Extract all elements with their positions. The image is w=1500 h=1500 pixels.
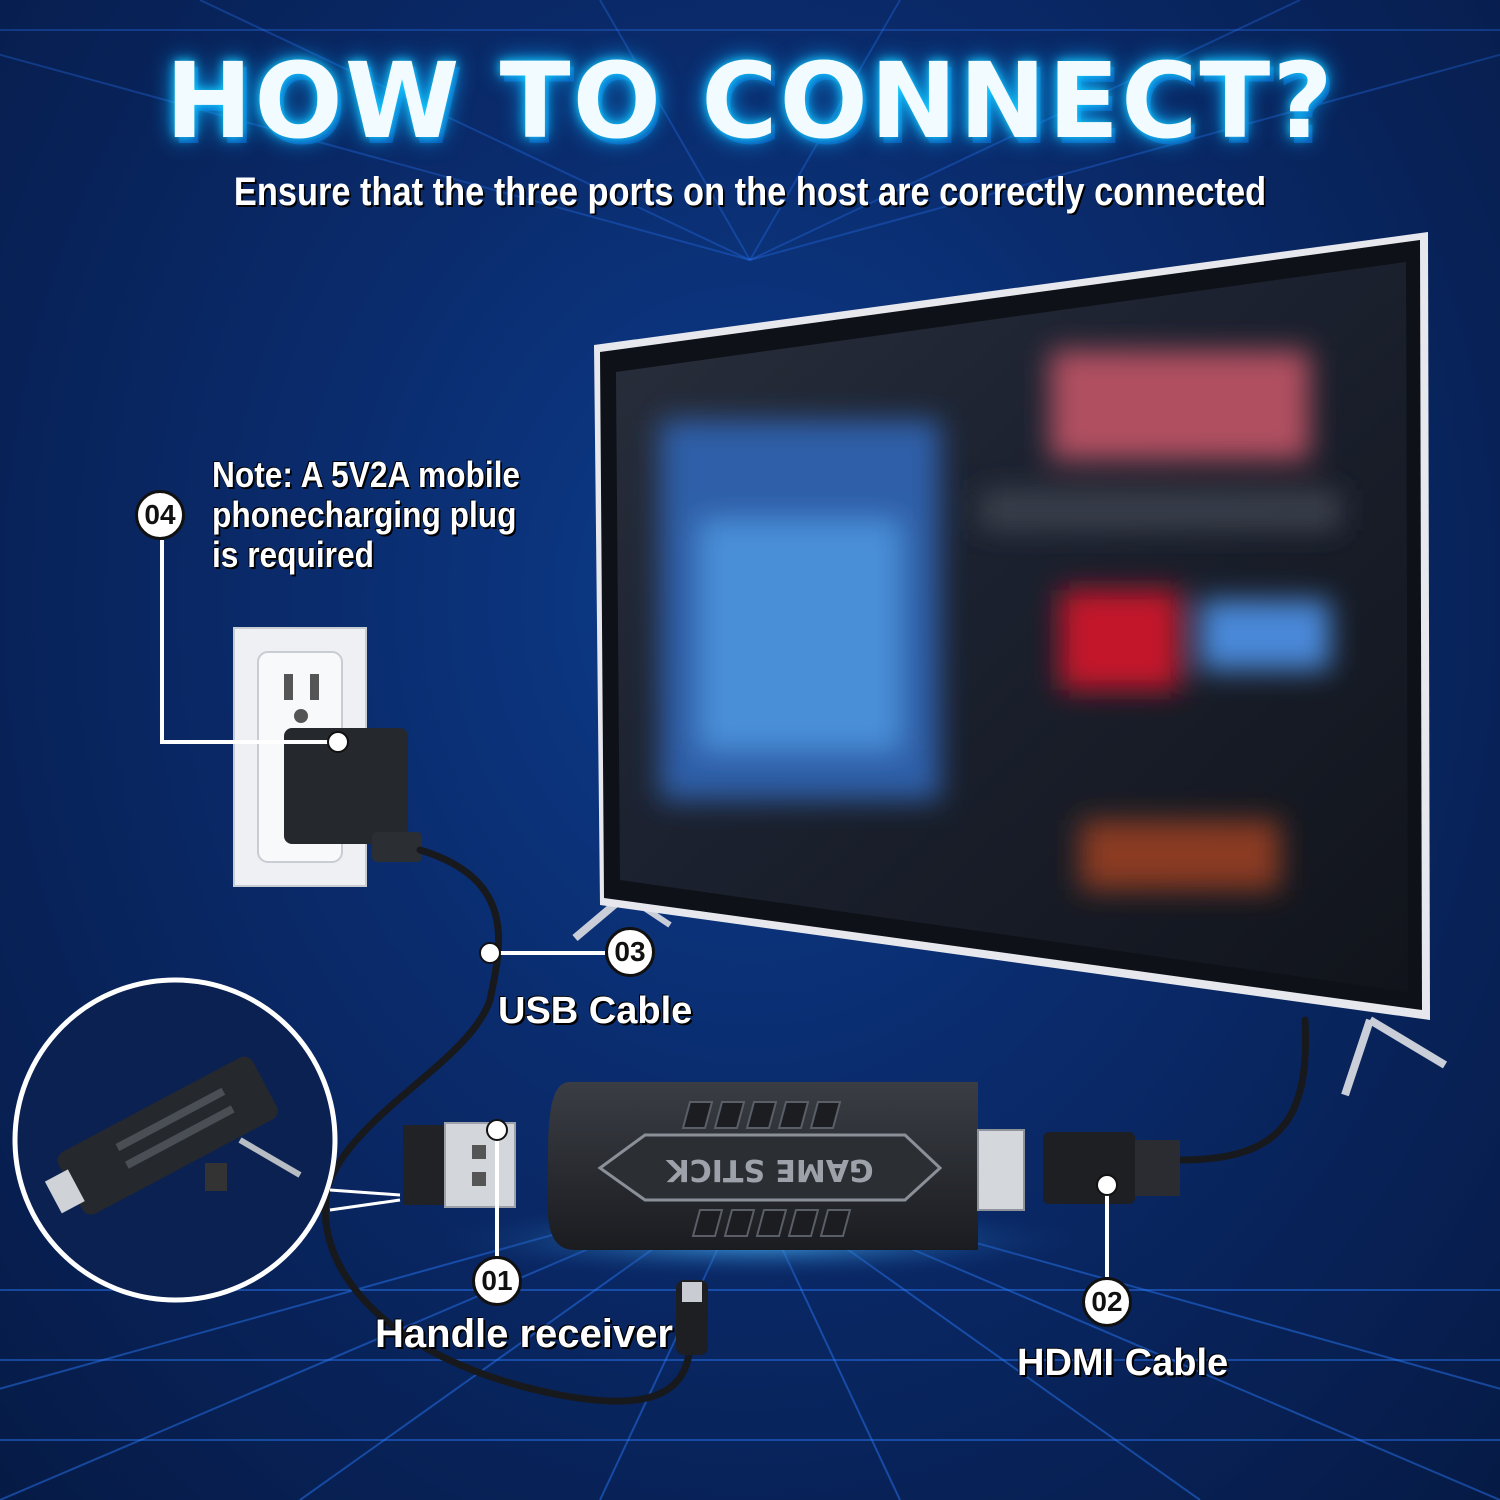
step-badge-04: 04 bbox=[135, 490, 185, 540]
grid-ceiling bbox=[0, 0, 1500, 261]
zoom-callout-lines bbox=[329, 1188, 401, 1212]
page-title: HOW TO CONNECT? bbox=[165, 40, 1335, 162]
tv bbox=[572, 232, 1448, 1097]
step-badge-02: 02 bbox=[1082, 1277, 1132, 1327]
usb-c-connector bbox=[676, 1280, 708, 1355]
tv-blurred-content bbox=[660, 350, 1340, 890]
usb-cable-label: USB Cable bbox=[498, 990, 693, 1032]
power-note-line-2: phonecharging plug bbox=[212, 494, 517, 535]
page-subtitle: Ensure that the three ports on the host … bbox=[233, 170, 1267, 214]
game-stick-brand: GAME STICK bbox=[665, 1152, 874, 1187]
handle-receiver-label: Handle receiver bbox=[375, 1312, 673, 1356]
power-note-line-3: is required bbox=[212, 534, 374, 575]
power-note-line-1: Note: A 5V2A mobile bbox=[212, 454, 521, 495]
step-badge-01: 01 bbox=[472, 1256, 522, 1306]
leader-dots bbox=[327, 731, 1118, 1196]
step-badge-03: 03 bbox=[605, 927, 655, 977]
grid-floor bbox=[0, 1179, 1500, 1500]
charger-plug bbox=[284, 728, 422, 862]
power-note: Note: A 5V2A mobile phonecharging plug i… bbox=[212, 455, 520, 575]
hdmi-cable-label: HDMI Cable bbox=[1017, 1342, 1229, 1384]
zoom-inset bbox=[12, 977, 338, 1303]
leader-lines bbox=[160, 540, 1109, 1277]
game-stick: GAME STICK bbox=[547, 1082, 1025, 1250]
